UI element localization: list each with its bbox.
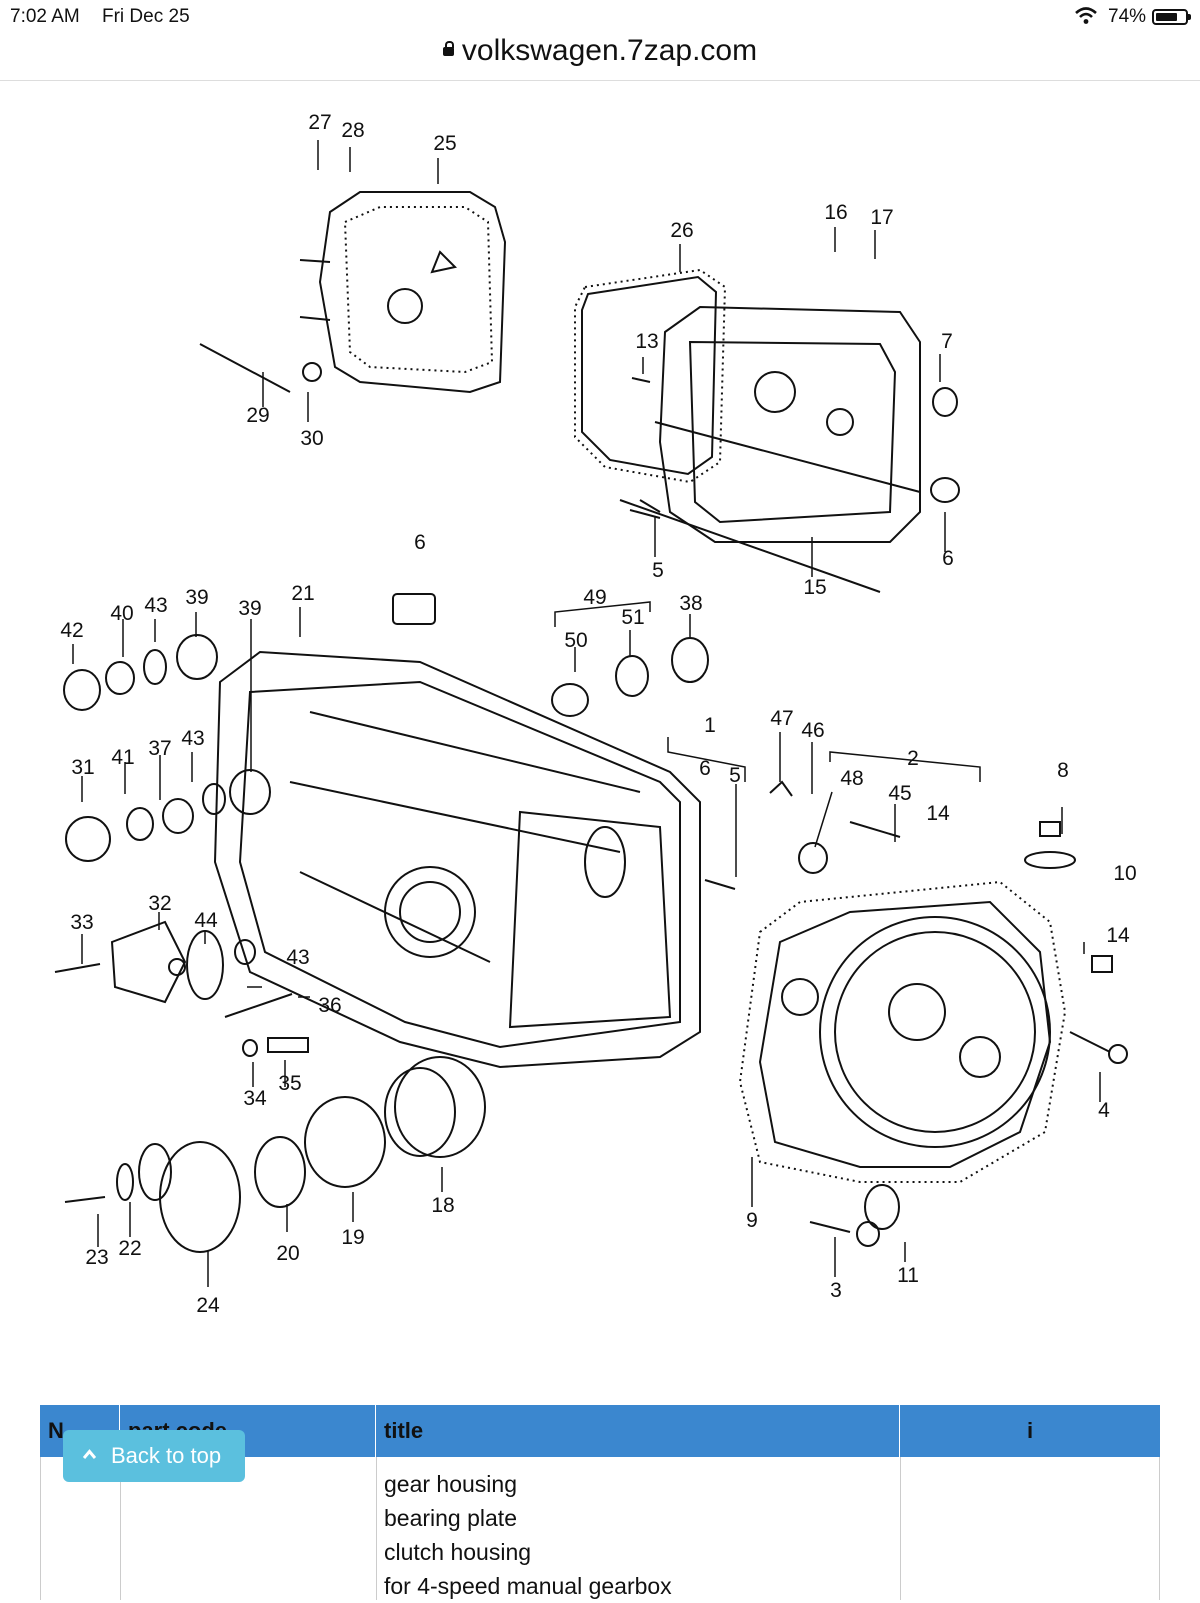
callout-label: 1 bbox=[704, 714, 716, 737]
callout-label: 27 bbox=[308, 111, 331, 134]
cover-25-part bbox=[199, 191, 507, 394]
gear-housing-21-part bbox=[213, 650, 701, 1069]
callout-label: 21 bbox=[291, 582, 314, 605]
url-text: volkswagen.7zap.com bbox=[461, 34, 758, 67]
callout-label: 5 bbox=[729, 764, 741, 787]
header-info: i bbox=[1026, 1418, 1034, 1443]
callout-label: 19 bbox=[341, 1226, 364, 1249]
title-line: for 4-speed manual gearbox bbox=[384, 1573, 672, 1599]
battery-percent: 74% bbox=[1108, 6, 1147, 27]
table-row: gear housing bearing plate clutch housin… bbox=[40, 1457, 1160, 1600]
callout-label: 11 bbox=[897, 1264, 919, 1287]
back-to-top-button[interactable]: Back to top bbox=[63, 1430, 245, 1482]
back-to-top-label: Back to top bbox=[111, 1443, 222, 1468]
callout-label: 26 bbox=[670, 219, 693, 242]
callout-label: 46 bbox=[801, 719, 824, 742]
callout-label: 36 bbox=[318, 994, 341, 1017]
callout-label: 17 bbox=[870, 206, 893, 229]
callout-label: 35 bbox=[278, 1072, 301, 1095]
callout-label: 37 bbox=[148, 737, 171, 760]
callout-label: 16 bbox=[824, 201, 847, 224]
lock-icon bbox=[442, 41, 454, 56]
title-line: bearing plate bbox=[384, 1505, 517, 1531]
callout-labels: 27 28 25 26 16 17 13 7 29 30 5 6 15 6 42… bbox=[60, 111, 1136, 1317]
callout-label: 30 bbox=[300, 427, 323, 450]
callout-label: 18 bbox=[431, 1194, 454, 1217]
callout-label: 33 bbox=[70, 911, 93, 934]
callout-label: 44 bbox=[194, 909, 218, 932]
callout-label: 43 bbox=[144, 594, 167, 617]
callout-label: 22 bbox=[118, 1237, 141, 1260]
parts-diagram: 27 28 25 26 16 17 13 7 29 30 5 6 15 6 42… bbox=[54, 111, 1137, 1317]
callout-label: 39 bbox=[238, 597, 261, 620]
callout-label: 31 bbox=[71, 756, 94, 779]
callout-label: 51 bbox=[621, 606, 644, 629]
address-bar[interactable]: volkswagen.7zap.com bbox=[0, 34, 1200, 80]
callout-label: 43 bbox=[181, 727, 204, 750]
callout-label: 32 bbox=[148, 892, 171, 915]
callout-label: 34 bbox=[243, 1087, 267, 1110]
gasket-26-part bbox=[574, 268, 727, 484]
title-line: clutch housing bbox=[384, 1539, 532, 1565]
callout-label: 5 bbox=[652, 559, 664, 582]
callout-label: 38 bbox=[679, 592, 702, 615]
callout-label: 14 bbox=[926, 802, 950, 825]
callout-label: 9 bbox=[746, 1209, 758, 1232]
callout-label: 6 bbox=[699, 757, 711, 780]
callout-label: 7 bbox=[941, 330, 953, 353]
callout-label: 8 bbox=[1057, 759, 1069, 782]
callout-label: 40 bbox=[110, 602, 133, 625]
callout-label: 20 bbox=[276, 1242, 299, 1265]
callout-label: 3 bbox=[830, 1279, 842, 1302]
callout-label: 23 bbox=[85, 1246, 108, 1269]
title-line: gear housing bbox=[384, 1471, 517, 1497]
callout-label: 49 bbox=[583, 586, 606, 609]
callout-label: 41 bbox=[111, 746, 134, 769]
callout-label: 50 bbox=[564, 629, 587, 652]
leader-lines bbox=[72, 140, 1101, 1287]
callout-label: 47 bbox=[770, 707, 793, 730]
toolbar-divider bbox=[0, 80, 1200, 81]
case-15-part bbox=[619, 305, 960, 593]
chevron-up-icon bbox=[83, 1449, 96, 1459]
callout-label: 6 bbox=[942, 547, 954, 570]
callout-label: 2 bbox=[907, 747, 919, 770]
callout-label: 14 bbox=[1106, 924, 1130, 947]
callout-label: 48 bbox=[840, 767, 863, 790]
callout-label: 39 bbox=[185, 586, 208, 609]
callout-label: 43 bbox=[286, 946, 309, 969]
callout-label: 42 bbox=[60, 619, 83, 642]
callout-label: 10 bbox=[1113, 862, 1136, 885]
callout-label: 29 bbox=[246, 404, 269, 427]
clutch-housing-9-part bbox=[738, 880, 1067, 1183]
callout-label: 24 bbox=[196, 1294, 220, 1317]
callout-label: 13 bbox=[635, 330, 658, 353]
status-time: 7:02 AM bbox=[10, 6, 80, 27]
callout-label: 28 bbox=[341, 119, 364, 142]
callout-label: 45 bbox=[888, 782, 911, 805]
status-date: Fri Dec 25 bbox=[102, 6, 190, 27]
callout-label: 25 bbox=[433, 132, 456, 155]
title-cell: gear housing bearing plate clutch housin… bbox=[384, 1467, 672, 1603]
callout-label: 6 bbox=[414, 531, 426, 554]
status-bar: 7:02 AM Fri Dec 25 74% bbox=[0, 0, 1200, 34]
callout-label: 4 bbox=[1098, 1099, 1110, 1122]
small-parts bbox=[54, 377, 1128, 1253]
battery-icon bbox=[1152, 9, 1191, 25]
wifi-icon bbox=[1075, 7, 1097, 24]
header-title: title bbox=[376, 1405, 900, 1457]
callout-label: 15 bbox=[803, 576, 826, 599]
